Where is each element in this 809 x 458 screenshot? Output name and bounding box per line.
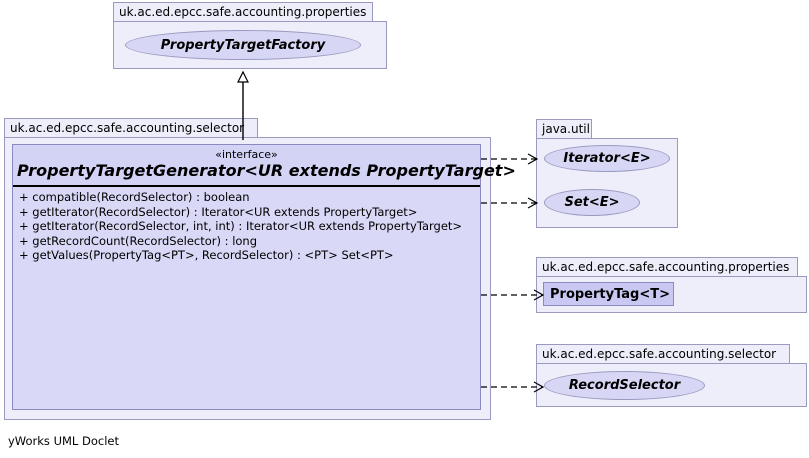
package-label-properties-top: uk.ac.ed.epcc.safe.accounting.properties [113, 2, 373, 22]
package-label-properties-tag: uk.ac.ed.epcc.safe.accounting.properties [536, 257, 798, 277]
interface-set[interactable]: Set<E> [544, 189, 640, 216]
class-header: «interface» PropertyTargetGenerator<UR e… [13, 145, 516, 187]
package-properties-tag: uk.ac.ed.epcc.safe.accounting.properties… [536, 257, 807, 313]
interface-iterator[interactable]: Iterator<E> [544, 145, 670, 172]
package-label-selector-main: uk.ac.ed.epcc.safe.accounting.selector [4, 118, 258, 138]
package-label-java-util: java.util [536, 119, 592, 139]
class-stereotype: «interface» [215, 148, 278, 161]
operation-get-record-count: + getRecordCount(RecordSelector) : long [19, 233, 258, 248]
package-label-selector-record: uk.ac.ed.epcc.safe.accounting.selector [536, 344, 790, 364]
operation-get-iterator: + getIterator(RecordSelector) : Iterator… [19, 204, 418, 219]
operation-get-values: + getValues(PropertyTag<PT>, RecordSelec… [19, 248, 394, 262]
operation-compatible: + compatible(RecordSelector) : boolean [19, 190, 250, 204]
package-java-util: java.util Iterator<E> Set<E> [536, 119, 678, 228]
class-operations-compartment: + compatible(RecordSelector) : boolean +… [13, 187, 480, 266]
class-property-tag[interactable]: PropertyTag<T> [543, 282, 674, 306]
package-selector-record: uk.ac.ed.epcc.safe.accounting.selector R… [536, 344, 807, 407]
operation-get-iterator-paged: + getIterator(RecordSelector, int, int) … [19, 219, 463, 233]
interface-property-target-generator[interactable]: «interface» PropertyTargetGenerator<UR e… [12, 144, 516, 410]
package-selector-main: uk.ac.ed.epcc.safe.accounting.selector «… [4, 118, 516, 420]
diagram-footer: yWorks UML Doclet [8, 434, 119, 448]
class-name: PropertyTargetGenerator<UR extends Prope… [17, 161, 516, 180]
package-properties-top: uk.ac.ed.epcc.safe.accounting.properties… [113, 2, 387, 69]
interface-property-target-factory[interactable]: PropertyTargetFactory [125, 30, 361, 60]
interface-record-selector[interactable]: RecordSelector [544, 371, 705, 400]
